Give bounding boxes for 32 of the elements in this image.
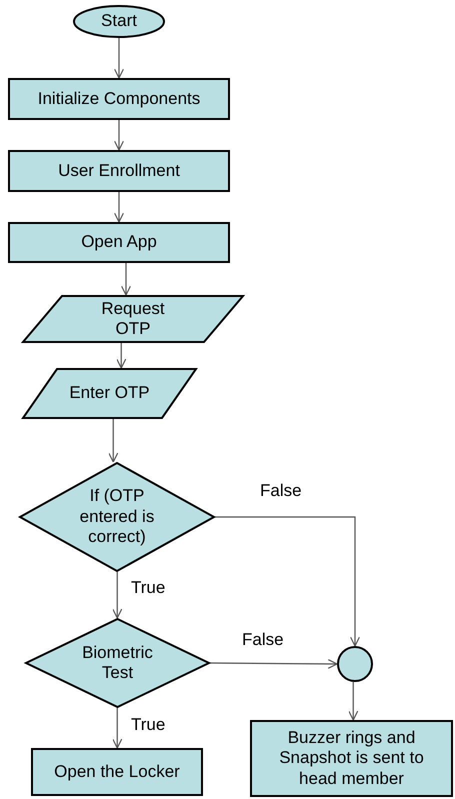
- arrow: [120, 263, 132, 296]
- node-label: User Enrollment: [58, 160, 180, 182]
- node-label: Enter OTP: [69, 383, 150, 404]
- arrow: [108, 419, 118, 463]
- connector-circle: [337, 646, 373, 682]
- arrow: [114, 38, 124, 79]
- process-box: [8, 78, 230, 120]
- node-label: If (OTP entered is correct): [78, 486, 156, 548]
- arrow: [348, 682, 358, 721]
- decision-diamond: [25, 618, 210, 708]
- process-box: [8, 222, 230, 263]
- process-box: [250, 720, 453, 797]
- arrow: [210, 658, 338, 670]
- terminal-ellipse: [73, 5, 165, 38]
- node-label: Buzzer rings and Snapshot is sent to head member: [278, 728, 425, 790]
- input-parallelogram: [22, 295, 244, 343]
- process-box: [31, 748, 203, 796]
- input-parallelogram: [22, 368, 197, 419]
- node-label: Initialize Components: [38, 88, 200, 110]
- process-box: [8, 150, 230, 192]
- arrow: [114, 120, 124, 151]
- arrow: [112, 708, 122, 749]
- node-label: Biometric Test: [81, 642, 154, 684]
- arrow: [114, 192, 124, 223]
- arrow: [112, 572, 122, 619]
- node-label: Request OTP: [100, 298, 166, 340]
- node-label: Open App: [81, 232, 157, 253]
- decision-diamond: [19, 462, 215, 572]
- arrow: [116, 343, 126, 369]
- arrow: [215, 516, 360, 647]
- node-label: Start: [101, 11, 137, 32]
- node-label: Open the Locker: [54, 762, 180, 782]
